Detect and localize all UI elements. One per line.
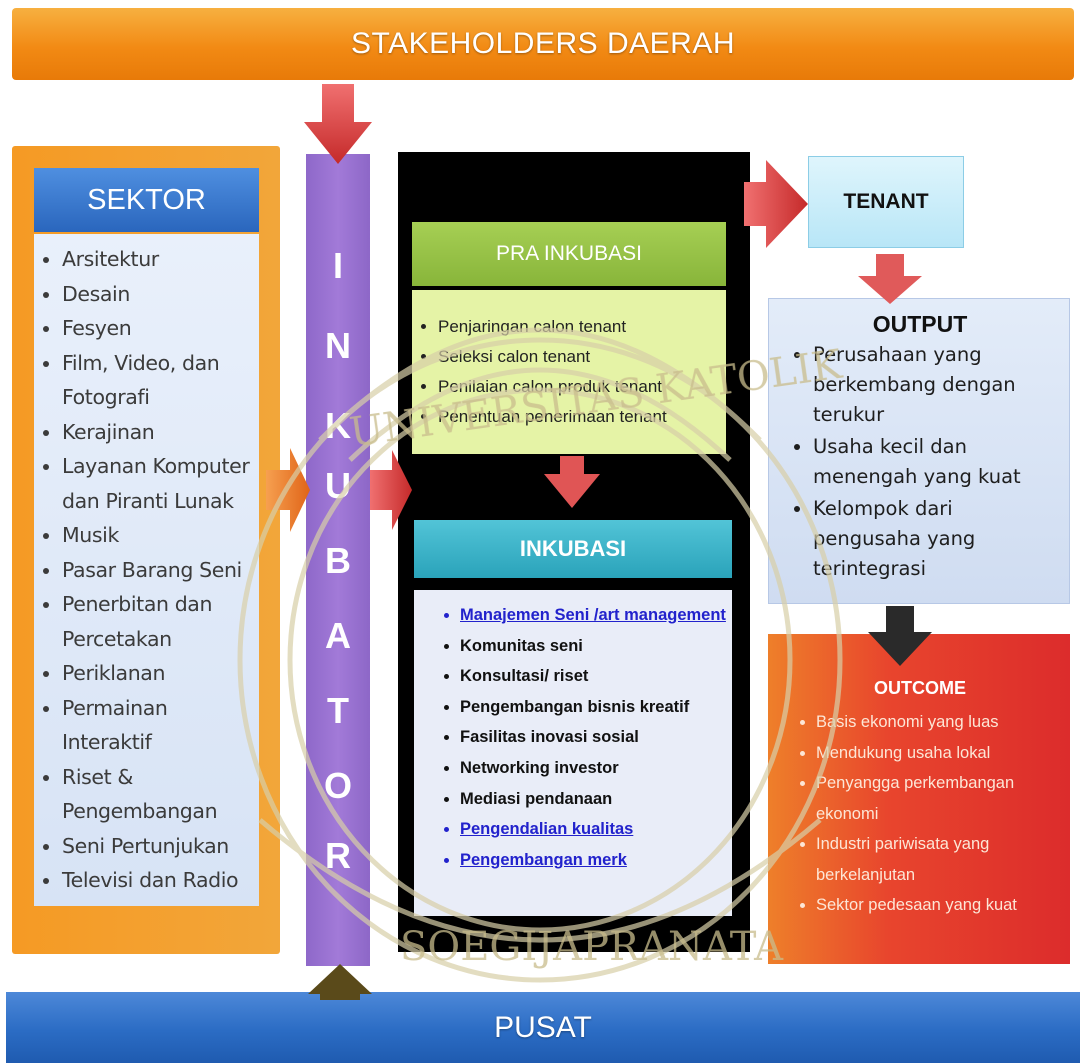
pra-inkubasi-item[interactable]: Penilaian calon produk tenant (438, 372, 720, 402)
pusat-bar: PUSAT (6, 992, 1080, 1063)
sektor-item[interactable]: Kerajinan (62, 415, 255, 450)
inkubator-letter: N (325, 325, 351, 366)
pra-inkubasi-header: PRA INKUBASI (412, 222, 726, 286)
inkubator-letter: T (327, 690, 349, 731)
output-title: OUTPUT (872, 311, 968, 337)
inkubator-letter: I (332, 245, 343, 286)
inkubator-letter: K (325, 405, 351, 446)
arrow-tenant-to-output (858, 254, 922, 304)
inkubasi-item[interactable]: Pengembangan merk (460, 845, 726, 876)
sektor-item[interactable]: Permainan Interaktif (62, 691, 255, 760)
sektor-item[interactable]: Musik (62, 518, 255, 553)
pra-inkubasi-item[interactable]: Seleksi calon tenant (438, 342, 720, 372)
inkubator-letter: B (325, 540, 351, 581)
inkubasi-item[interactable]: Manajemen Seni /art management (460, 600, 726, 631)
sektor-item[interactable]: Film, Video, dan Fotografi (62, 346, 255, 415)
pra-inkubasi-list: Penjaringan calon tenantSeleksi calon te… (420, 312, 720, 432)
outcome-item[interactable]: Sektor pedesaan yang kuat (816, 890, 1062, 921)
arrow-process-to-tenant (744, 160, 808, 248)
sektor-item[interactable]: Layanan Komputer dan Piranti Lunak (62, 449, 255, 518)
outcome-item[interactable]: Penyangga perkembangan ekonomi (816, 768, 1062, 829)
inkubator-letter: R (325, 835, 351, 876)
pra-inkubasi-item[interactable]: Penentuan penerimaan tenant (438, 402, 720, 432)
output-list: Perusahaan yang berkembang dengan teruku… (779, 340, 1061, 584)
inkubator-letter: U (325, 465, 351, 506)
sektor-header: SEKTOR (34, 168, 259, 232)
outcome-item[interactable]: Industri pariwisata yang berkelanjutan (816, 829, 1062, 890)
inkubasi-box: Manajemen Seni /art managementKomunitas … (414, 590, 732, 916)
output-item[interactable]: Perusahaan yang berkembang dengan teruku… (813, 340, 1061, 430)
pra-inkubasi-box: Penjaringan calon tenantSeleksi calon te… (412, 290, 726, 454)
arrow-stakeholders-to-inkubator (304, 84, 372, 164)
inkubasi-item: Fasilitas inovasi sosial (460, 722, 726, 753)
sektor-item[interactable]: Arsitektur (62, 242, 255, 277)
output-item[interactable]: Usaha kecil dan menengah yang kuat (813, 432, 1061, 492)
inkubasi-header: INKUBASI (414, 520, 732, 578)
sektor-item[interactable]: Seni Pertunjukan (62, 829, 255, 864)
inkubasi-item: Mediasi pendanaan (460, 784, 726, 815)
inkubator-letter: O (323, 765, 352, 806)
output-item[interactable]: Kelompok dari pengusaha yang terintegras… (813, 494, 1061, 584)
sektor-item[interactable]: Fesyen (62, 311, 255, 346)
stakeholders-daerah-bar: STAKEHOLDERS DAERAH (12, 8, 1074, 80)
output-box: OUTPUT Perusahaan yang berkembang dengan… (768, 298, 1070, 604)
inkubator-letter: A (325, 615, 351, 656)
sektor-item[interactable]: Pasar Barang Seni (62, 553, 255, 588)
sektor-item[interactable]: Periklanan (62, 656, 255, 691)
outcome-title: OUTCOME (874, 678, 966, 698)
outcome-item[interactable]: Mendukung usaha lokal (816, 738, 1062, 769)
sektor-list: ArsitekturDesainFesyenFilm, Video, dan F… (40, 242, 255, 898)
outcome-item[interactable]: Basis ekonomi yang luas (816, 707, 1062, 738)
inkubasi-item: Networking investor (460, 753, 726, 784)
outcome-box: OUTCOME Basis ekonomi yang luasMendukung… (768, 634, 1070, 964)
tenant-box: TENANT (808, 156, 964, 248)
sektor-item[interactable]: Riset & Pengembangan (62, 760, 255, 829)
sektor-item[interactable]: Televisi dan Radio (62, 863, 255, 898)
inkubasi-list: Manajemen Seni /art managementKomunitas … (426, 600, 726, 875)
sektor-item[interactable]: Desain (62, 277, 255, 312)
pra-inkubasi-item[interactable]: Penjaringan calon tenant (438, 312, 720, 342)
inkubasi-item[interactable]: Pengendalian kualitas (460, 814, 726, 845)
inkubasi-item: Komunitas seni (460, 631, 726, 662)
sektor-list-box: ArsitekturDesainFesyenFilm, Video, dan F… (34, 234, 259, 906)
sektor-item[interactable]: Penerbitan dan Percetakan (62, 587, 255, 656)
outcome-list: Basis ekonomi yang luasMendukung usaha l… (778, 707, 1062, 921)
inkubasi-item: Pengembangan bisnis kreatif (460, 692, 726, 723)
inkubasi-item: Konsultasi/ riset (460, 661, 726, 692)
